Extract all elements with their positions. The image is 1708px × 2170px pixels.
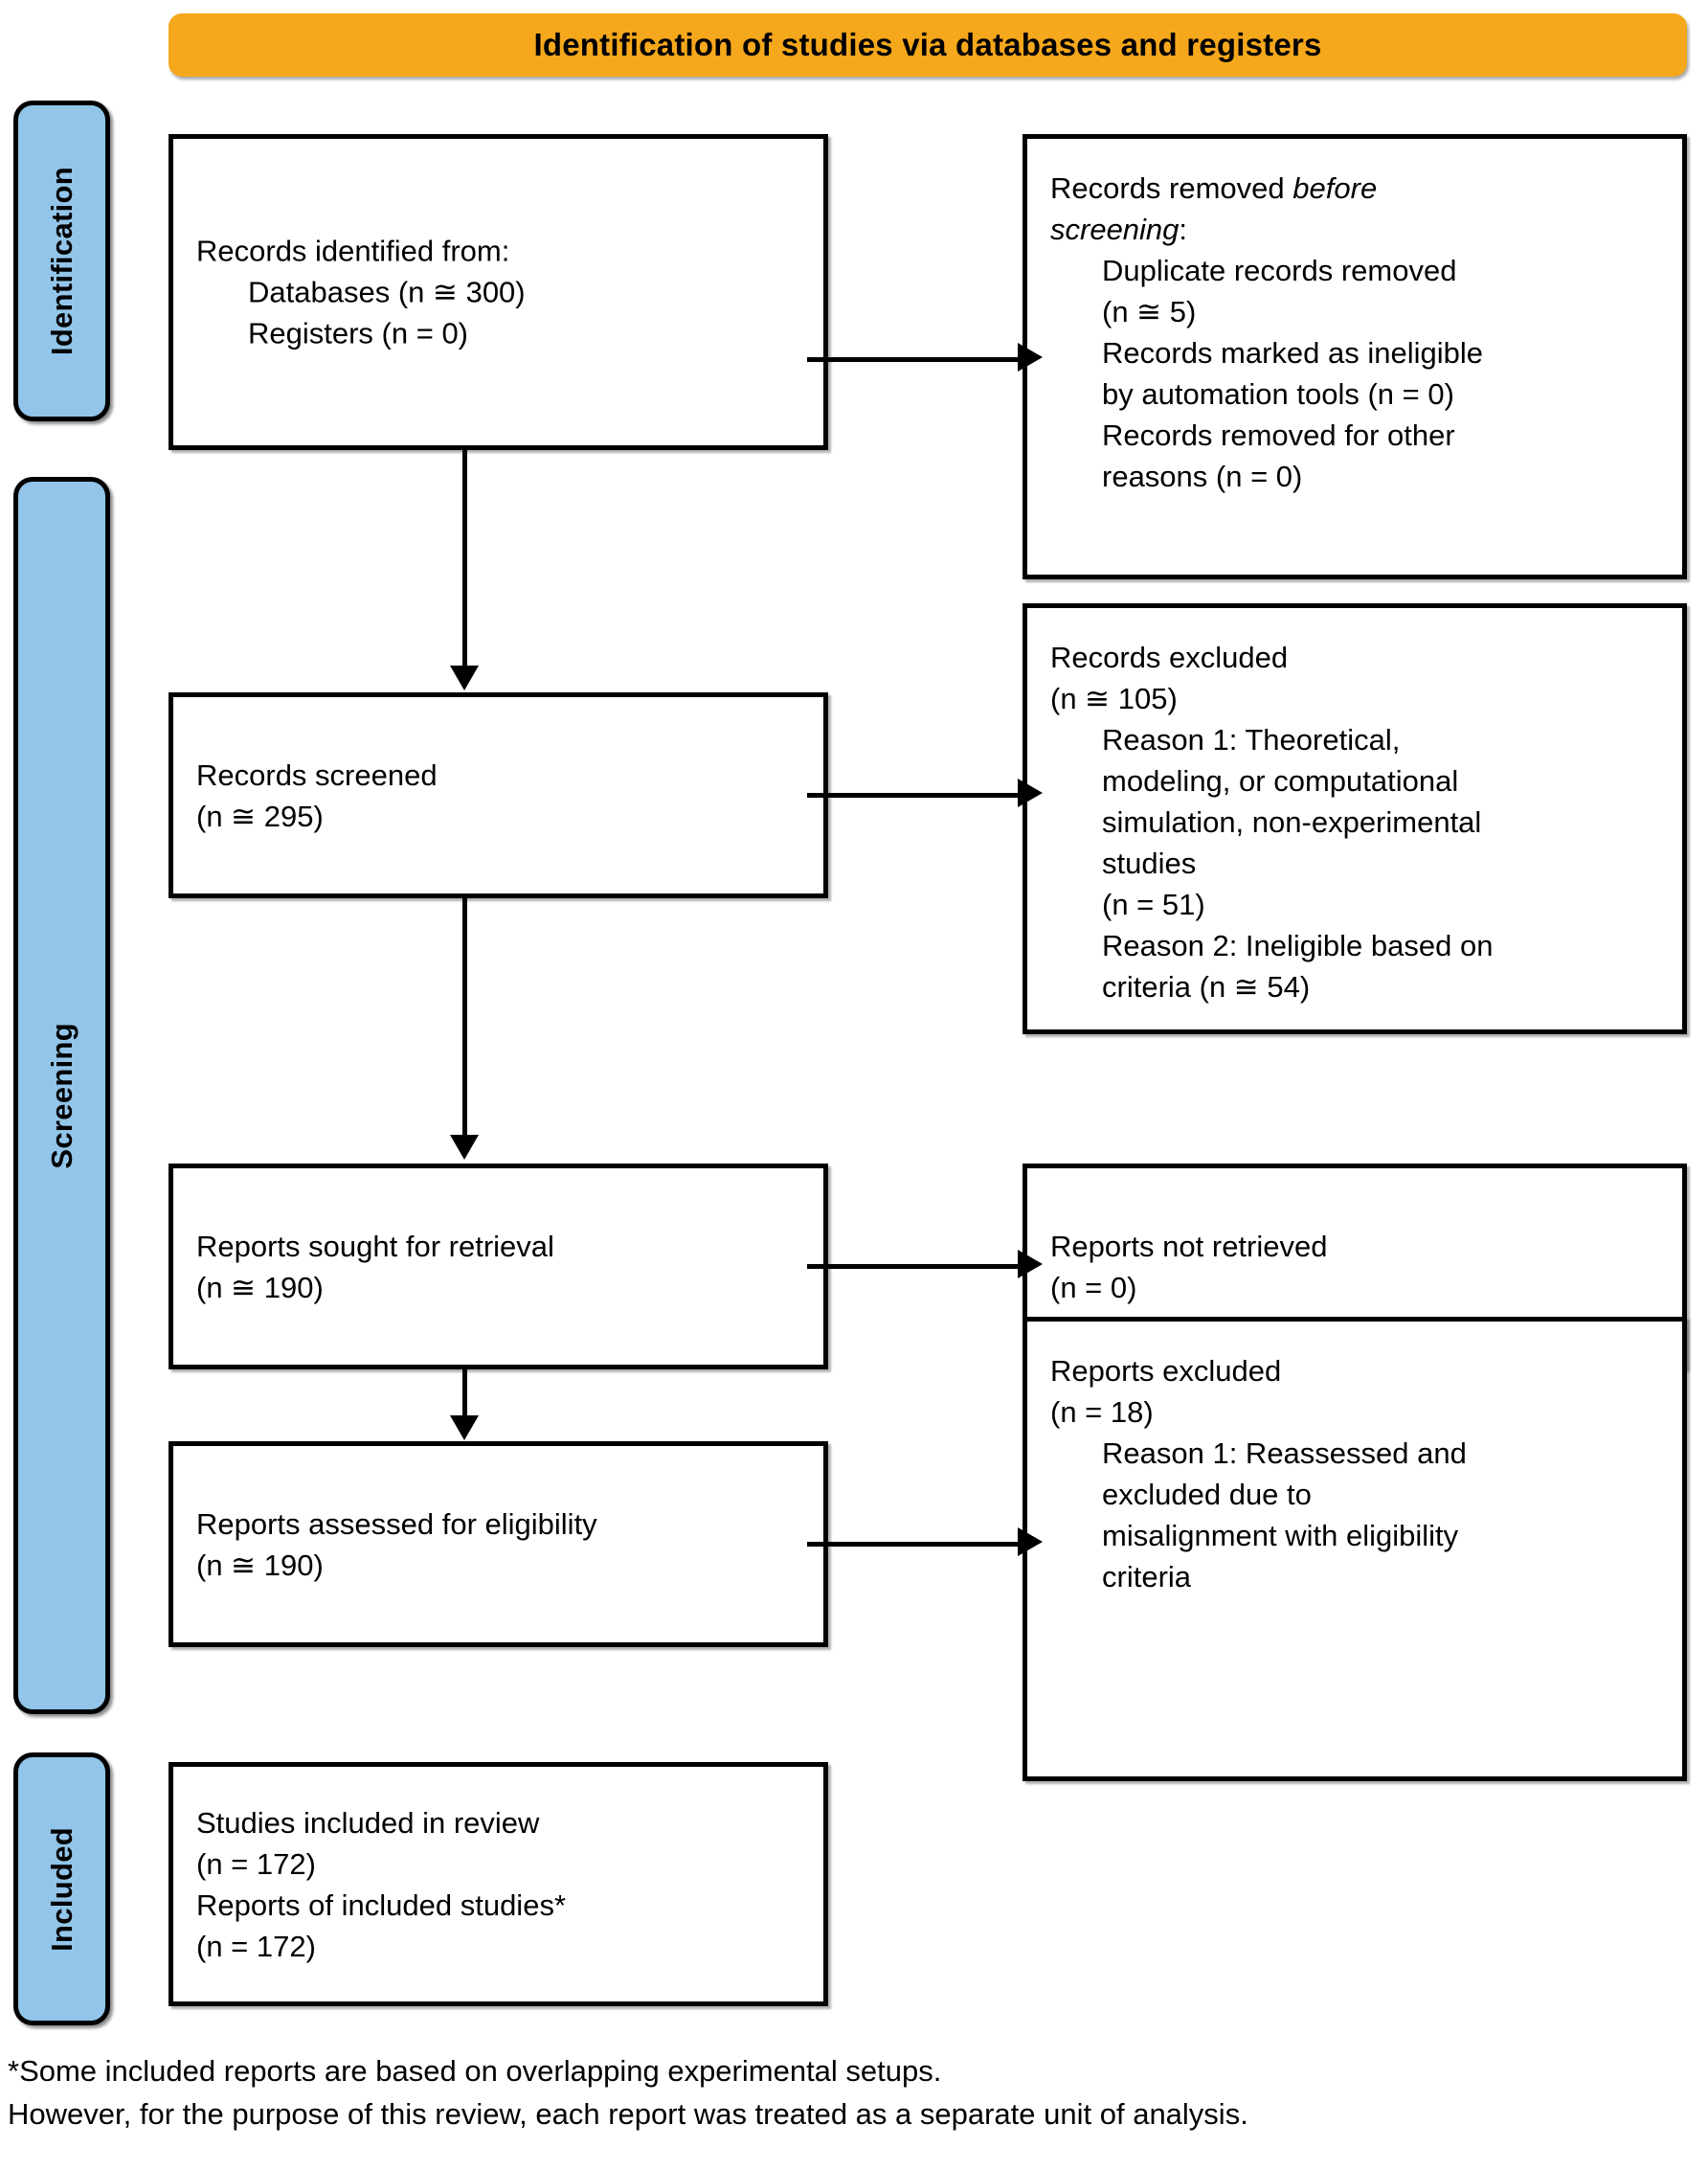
box-reports-excluded-content: Reports excluded (n = 18) Reason 1: Reas… bbox=[1050, 1350, 1665, 1597]
records-removed-heading-colon: : bbox=[1179, 213, 1188, 246]
records-excluded-reason1-c: simulation, non-experimental bbox=[1102, 805, 1482, 839]
box-reports-assessed-content: Reports assessed for eligibility (n ≅ 19… bbox=[196, 1503, 806, 1586]
box-records-excluded: Records excluded (n ≅ 105) Reason 1: The… bbox=[1023, 603, 1687, 1034]
records-excluded-reason2-b: criteria (n ≅ 54) bbox=[1102, 970, 1311, 1004]
reports-excluded-n: (n = 18) bbox=[1050, 1395, 1154, 1429]
box-records-removed-before-screening: Records removed before screening: Duplic… bbox=[1023, 134, 1687, 579]
records-excluded-heading: Records excluded bbox=[1050, 641, 1289, 674]
box-records-excluded-content: Records excluded (n ≅ 105) Reason 1: The… bbox=[1050, 637, 1665, 1007]
box-reports-excluded: Reports excluded (n = 18) Reason 1: Reas… bbox=[1023, 1317, 1687, 1781]
box-studies-included: Studies included in review (n = 172) Rep… bbox=[169, 1762, 828, 2006]
reports-assessed-heading: Reports assessed for eligibility bbox=[196, 1506, 597, 1541]
stage-label-screening: Screening bbox=[44, 1022, 79, 1169]
reports-sought-heading: Reports sought for retrieval bbox=[196, 1229, 554, 1263]
reports-excluded-reason1-a: Reason 1: Reassessed and bbox=[1102, 1436, 1467, 1470]
records-removed-heading-plain: Records removed bbox=[1050, 171, 1293, 205]
records-removed-other-n: reasons (n = 0) bbox=[1102, 460, 1303, 493]
box-records-identified-content: Records identified from: Databases (n ≅ … bbox=[196, 231, 806, 354]
records-removed-automation-n: by automation tools (n = 0) bbox=[1102, 377, 1454, 411]
footnote-line-2: However, for the purpose of this review,… bbox=[8, 2097, 1248, 2131]
records-screened-n: (n ≅ 295) bbox=[196, 799, 324, 833]
box-reports-sought: Reports sought for retrieval (n ≅ 190) bbox=[169, 1164, 828, 1369]
records-removed-automation: Records marked as ineligible bbox=[1102, 336, 1484, 370]
box-records-screened-content: Records screened (n ≅ 295) bbox=[196, 755, 806, 837]
diagram-header-banner: Identification of studies via databases … bbox=[169, 13, 1687, 77]
arrow-screened-to-sought bbox=[450, 898, 497, 1166]
arrow-sought-to-assessed bbox=[450, 1369, 497, 1444]
reports-excluded-heading: Reports excluded bbox=[1050, 1354, 1282, 1388]
arrow-assessed-to-reports-excluded bbox=[807, 1527, 1048, 1562]
records-removed-heading-italic: before bbox=[1292, 171, 1378, 205]
records-identified-registers: Registers (n = 0) bbox=[248, 316, 469, 350]
records-identified-databases: Databases (n ≅ 300) bbox=[248, 275, 526, 309]
arrow-identified-to-screened bbox=[450, 450, 497, 694]
footnote: *Some included reports are based on over… bbox=[8, 2049, 1702, 2136]
records-excluded-n: (n ≅ 105) bbox=[1050, 682, 1178, 715]
reports-excluded-reason1-d: criteria bbox=[1102, 1560, 1192, 1594]
box-studies-included-content: Studies included in review (n = 172) Rep… bbox=[196, 1802, 806, 1967]
arrow-identified-to-removed bbox=[807, 343, 1048, 377]
arrow-screened-to-excluded bbox=[807, 779, 1048, 813]
records-screened-heading: Records screened bbox=[196, 757, 438, 792]
reports-not-retrieved-n: (n = 0) bbox=[1050, 1270, 1137, 1304]
records-removed-heading-line2: screening: bbox=[1050, 209, 1665, 250]
stage-bar-identification: Identification bbox=[13, 101, 110, 421]
studies-included-heading: Studies included in review bbox=[196, 1805, 540, 1840]
records-excluded-reason2-a: Reason 2: Ineligible based on bbox=[1102, 929, 1494, 962]
records-identified-heading: Records identified from: bbox=[196, 234, 510, 268]
records-excluded-reason1-n: (n = 51) bbox=[1102, 888, 1205, 921]
reports-not-retrieved-heading: Reports not retrieved bbox=[1050, 1229, 1328, 1263]
reports-assessed-n: (n ≅ 190) bbox=[196, 1548, 324, 1582]
studies-included-n: (n = 172) bbox=[196, 1846, 316, 1881]
stage-label-identification: Identification bbox=[44, 166, 79, 356]
reports-of-included-studies-n: (n = 172) bbox=[196, 1929, 316, 1963]
records-removed-heading: Records removed before bbox=[1050, 168, 1665, 209]
reports-excluded-reason1-b: excluded due to bbox=[1102, 1478, 1312, 1511]
records-removed-heading-italic2: screening bbox=[1050, 213, 1180, 246]
records-removed-duplicates-n: (n ≅ 5) bbox=[1102, 295, 1197, 328]
records-excluded-reason1-a: Reason 1: Theoretical, bbox=[1102, 723, 1401, 757]
records-removed-duplicates: Duplicate records removed bbox=[1102, 254, 1457, 287]
diagram-title: Identification of studies via databases … bbox=[533, 27, 1322, 62]
footnote-line-1: *Some included reports are based on over… bbox=[8, 2054, 942, 2088]
reports-of-included-studies: Reports of included studies* bbox=[196, 1887, 567, 1922]
arrow-sought-to-not-retrieved bbox=[807, 1250, 1048, 1284]
stage-bar-included: Included bbox=[13, 1752, 110, 2025]
reports-sought-n: (n ≅ 190) bbox=[196, 1270, 324, 1304]
records-excluded-reason1-d: studies bbox=[1102, 847, 1197, 880]
stage-label-included: Included bbox=[44, 1826, 79, 1952]
box-records-screened: Records screened (n ≅ 295) bbox=[169, 692, 828, 898]
box-reports-not-retrieved-content: Reports not retrieved (n = 0) bbox=[1050, 1226, 1665, 1308]
reports-excluded-reason1-c: misalignment with eligibility bbox=[1102, 1519, 1459, 1552]
records-removed-other: Records removed for other bbox=[1102, 418, 1455, 452]
stage-bar-screening: Screening bbox=[13, 477, 110, 1714]
box-records-removed-content: Records removed before screening: Duplic… bbox=[1050, 168, 1665, 497]
box-reports-assessed: Reports assessed for eligibility (n ≅ 19… bbox=[169, 1441, 828, 1647]
box-records-identified: Records identified from: Databases (n ≅ … bbox=[169, 134, 828, 450]
box-reports-sought-content: Reports sought for retrieval (n ≅ 190) bbox=[196, 1226, 806, 1308]
records-excluded-reason1-b: modeling, or computational bbox=[1102, 764, 1459, 798]
